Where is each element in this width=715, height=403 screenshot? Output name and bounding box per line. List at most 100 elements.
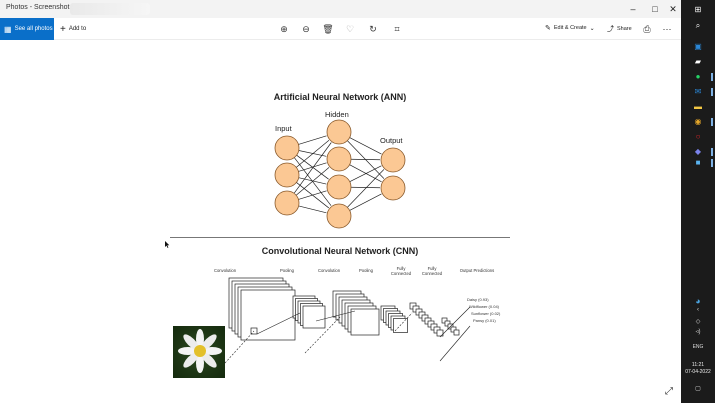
hidden-neuron xyxy=(326,174,352,200)
add-to-label: Add to xyxy=(68,26,87,32)
output-label: Output xyxy=(380,136,403,145)
prediction-label: Wildflower (0.04) xyxy=(469,304,500,309)
taskbar: ⊞ ⌕ ▣ ▰ ● ✉ ▬ ◉ ○ ◆ ■ ◕ ‹ ◇ ◃) ENG 11:21… xyxy=(681,0,715,403)
hidden-neuron xyxy=(326,203,352,229)
fc-neuron xyxy=(441,317,448,324)
ann-title: Artificial Neural Network (ANN) xyxy=(273,92,407,102)
hidden-neuron xyxy=(326,119,352,145)
app-active-mark xyxy=(711,118,713,126)
ann-connection xyxy=(298,205,327,214)
cnn-stage-label: Pooling xyxy=(359,268,373,273)
photos-icon[interactable]: ■ xyxy=(695,158,701,167)
search-icon[interactable]: ⌕ xyxy=(695,21,701,30)
fc-neuron xyxy=(436,329,444,337)
fullscreen-icon[interactable]: ⤢ xyxy=(665,386,673,397)
mail-icon[interactable]: ✉ xyxy=(694,87,702,96)
window-title: Photos - Screenshot.png xyxy=(6,4,84,11)
feature-map xyxy=(350,308,380,336)
opera-icon[interactable]: ○ xyxy=(695,132,701,141)
add-to-button[interactable]: + Add to xyxy=(60,22,86,36)
rotate-icon[interactable]: ↻ xyxy=(369,24,377,34)
clock-time[interactable]: 11:21 xyxy=(691,362,705,368)
cnn-connector xyxy=(315,310,356,322)
prediction-label: Daisy (0.93) xyxy=(467,297,489,302)
hidden-neuron xyxy=(326,146,352,172)
zoom-out-icon[interactable]: ⊖ xyxy=(302,24,310,34)
app-active-mark xyxy=(711,148,713,156)
folder-icon[interactable]: ▬ xyxy=(694,102,702,111)
prediction-label: Sunflower (0.02) xyxy=(471,311,501,316)
hidden-label: Hidden xyxy=(325,110,349,119)
input-neuron xyxy=(274,162,300,188)
ann-connection xyxy=(298,177,327,185)
whatsapp-icon[interactable]: ● xyxy=(695,72,701,81)
share-label: Share xyxy=(617,26,632,32)
prediction-label: Pansy (0.01) xyxy=(473,318,496,323)
cnn-connector xyxy=(439,325,471,362)
see-all-photos-button[interactable]: ▦ See all photos xyxy=(0,18,54,40)
ann-connection xyxy=(349,193,382,211)
cnn-stage-label: Convolution xyxy=(317,268,341,273)
fc-neuron xyxy=(444,320,451,327)
plus-icon: + xyxy=(60,23,66,35)
zoom-in-icon[interactable]: ⊕ xyxy=(280,24,288,34)
ann-connection xyxy=(350,158,381,161)
more-icon[interactable]: ⋯ xyxy=(662,24,672,34)
ann-connection xyxy=(295,167,330,196)
teams-icon[interactable]: ◆ xyxy=(694,147,702,156)
close-icon[interactable]: ✕ xyxy=(669,4,677,14)
store-icon[interactable]: ▣ xyxy=(694,42,702,51)
cnn-title: Convolutional Neural Network (CNN) xyxy=(261,246,419,256)
edge-tray-icon[interactable]: ◕ xyxy=(695,296,701,306)
maximize-icon[interactable]: □ xyxy=(652,4,658,14)
favorite-icon[interactable]: ♡ xyxy=(345,24,355,34)
cnn-connector xyxy=(439,306,471,338)
title-bar: Photos - Screenshot.png – □ ✕ xyxy=(0,0,681,18)
mouse-cursor-icon xyxy=(165,241,170,248)
share-button[interactable]: ⤴ Share xyxy=(607,24,632,34)
cnn-stage-label: Output Predictions xyxy=(459,268,495,273)
delete-icon[interactable]: 🗑︎ xyxy=(322,24,334,34)
daisy-image xyxy=(173,326,225,378)
ann-connection xyxy=(349,165,382,182)
photos-grid-icon: ▦ xyxy=(4,24,12,34)
ann-connection xyxy=(296,140,330,168)
share-icon: ⤴ xyxy=(607,26,614,33)
edit-create-button[interactable]: ✎ Edit & Create ⌄ xyxy=(545,24,595,32)
cnn-connector xyxy=(224,330,255,364)
divider xyxy=(170,237,510,238)
input-label: Input xyxy=(275,124,292,133)
clock-date[interactable]: 07-04-2022 xyxy=(685,369,711,375)
output-neuron xyxy=(380,147,406,173)
chrome-icon[interactable]: ◉ xyxy=(694,117,702,126)
cnn-connector xyxy=(304,316,341,354)
feature-map xyxy=(302,305,326,329)
windows-icon[interactable]: ⊞ xyxy=(694,5,702,14)
chevron-left-icon[interactable]: ‹ xyxy=(697,307,699,313)
ann-connection xyxy=(298,190,327,200)
input-neuron xyxy=(274,135,300,161)
notifications-icon[interactable]: ▢ xyxy=(695,386,701,392)
network-icon[interactable]: ◇ xyxy=(695,319,701,325)
photos-window: Photos - Screenshot.png – □ ✕ ▦ See all … xyxy=(0,0,681,403)
edit-icon: ✎ xyxy=(545,25,551,32)
title-blur xyxy=(70,3,150,15)
cnn-connector xyxy=(256,312,301,335)
volume-icon[interactable]: ◃) xyxy=(695,329,701,335)
fc-neuron xyxy=(450,326,457,333)
crop-icon[interactable]: ⌗ xyxy=(394,24,400,34)
language-indicator[interactable]: ENG xyxy=(692,344,704,350)
app-active-mark xyxy=(711,73,713,81)
see-all-label: See all photos xyxy=(14,26,53,32)
output-neuron xyxy=(380,175,406,201)
print-icon[interactable]: ⎙ xyxy=(643,24,651,34)
minimize-icon[interactable]: – xyxy=(630,4,636,14)
cnn-stage-label: Fully Connected xyxy=(421,266,443,276)
photo-canvas: Artificial Neural Network (ANN) Input Hi… xyxy=(0,41,681,403)
app-active-mark xyxy=(711,88,713,96)
ann-connection xyxy=(298,135,327,145)
app-active-mark xyxy=(711,159,713,167)
cnn-connector xyxy=(394,312,413,332)
bag-icon[interactable]: ▰ xyxy=(694,57,702,66)
cnn-stage-label: Fully Connected xyxy=(390,266,412,276)
